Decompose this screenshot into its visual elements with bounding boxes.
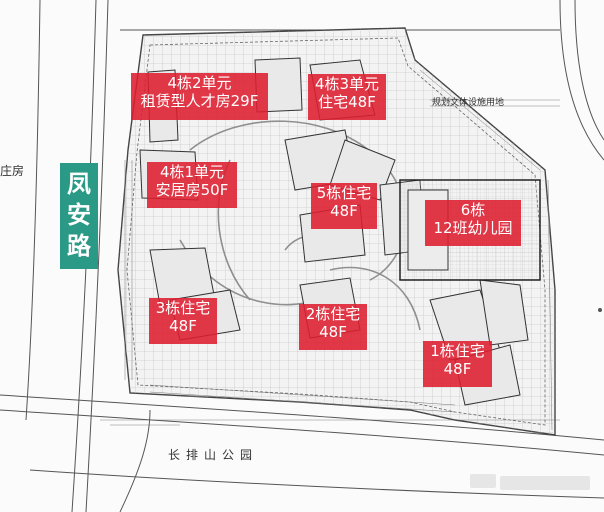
label-line1: 3栋住宅 [155,299,211,317]
label-line1: 4栋1单元 [159,163,225,181]
label-line2: 48F [319,323,347,341]
road-char-2: 安 [67,201,91,229]
park-label: 长排山公园 [168,448,259,462]
road-char-1: 凤 [67,170,91,198]
building-label-5: 5栋住宅 48F [311,183,377,229]
label-line1: 4栋3单元 [314,75,380,93]
building-label-2: 2栋住宅 48F [299,304,367,350]
road-char-3: 路 [67,232,91,260]
label-line2: 48F [330,202,358,220]
detail-lines [124,69,553,431]
road-label-fengan: 凤 安 路 [60,163,98,269]
label-line2: 12班幼儿园 [433,219,513,237]
building-label-6: 6栋 12班幼儿园 [425,200,521,246]
label-line2: 租赁型人才房29F [140,92,259,110]
left-edge-text: 庄房 [0,164,25,178]
label-line1: 1栋住宅 [430,342,485,360]
label-line2: 48F [169,317,197,335]
label-line1: 6栋 [460,201,486,219]
label-line1: 4栋2单元 [167,74,232,92]
section-lines [100,99,560,426]
plan-marker [598,308,602,312]
building-label-4-1: 4栋1单元 安居房50F [147,162,237,208]
label-line1: 2栋住宅 [305,305,361,323]
label-line2: 住宅48F [318,93,376,111]
label-line1: 5栋住宅 [316,184,372,202]
building-label-1: 1栋住宅 48F [423,341,492,387]
label-line2: 48F [443,360,472,378]
building-label-4-3: 4栋3单元 住宅48F [308,74,386,120]
building-label-4-2: 4栋2单元 租赁型人才房29F [131,73,268,120]
building-label-3: 3栋住宅 48F [149,298,217,344]
land-use-label: 规划文体设施用地 [432,98,505,108]
label-line2: 安居房50F [155,181,229,199]
